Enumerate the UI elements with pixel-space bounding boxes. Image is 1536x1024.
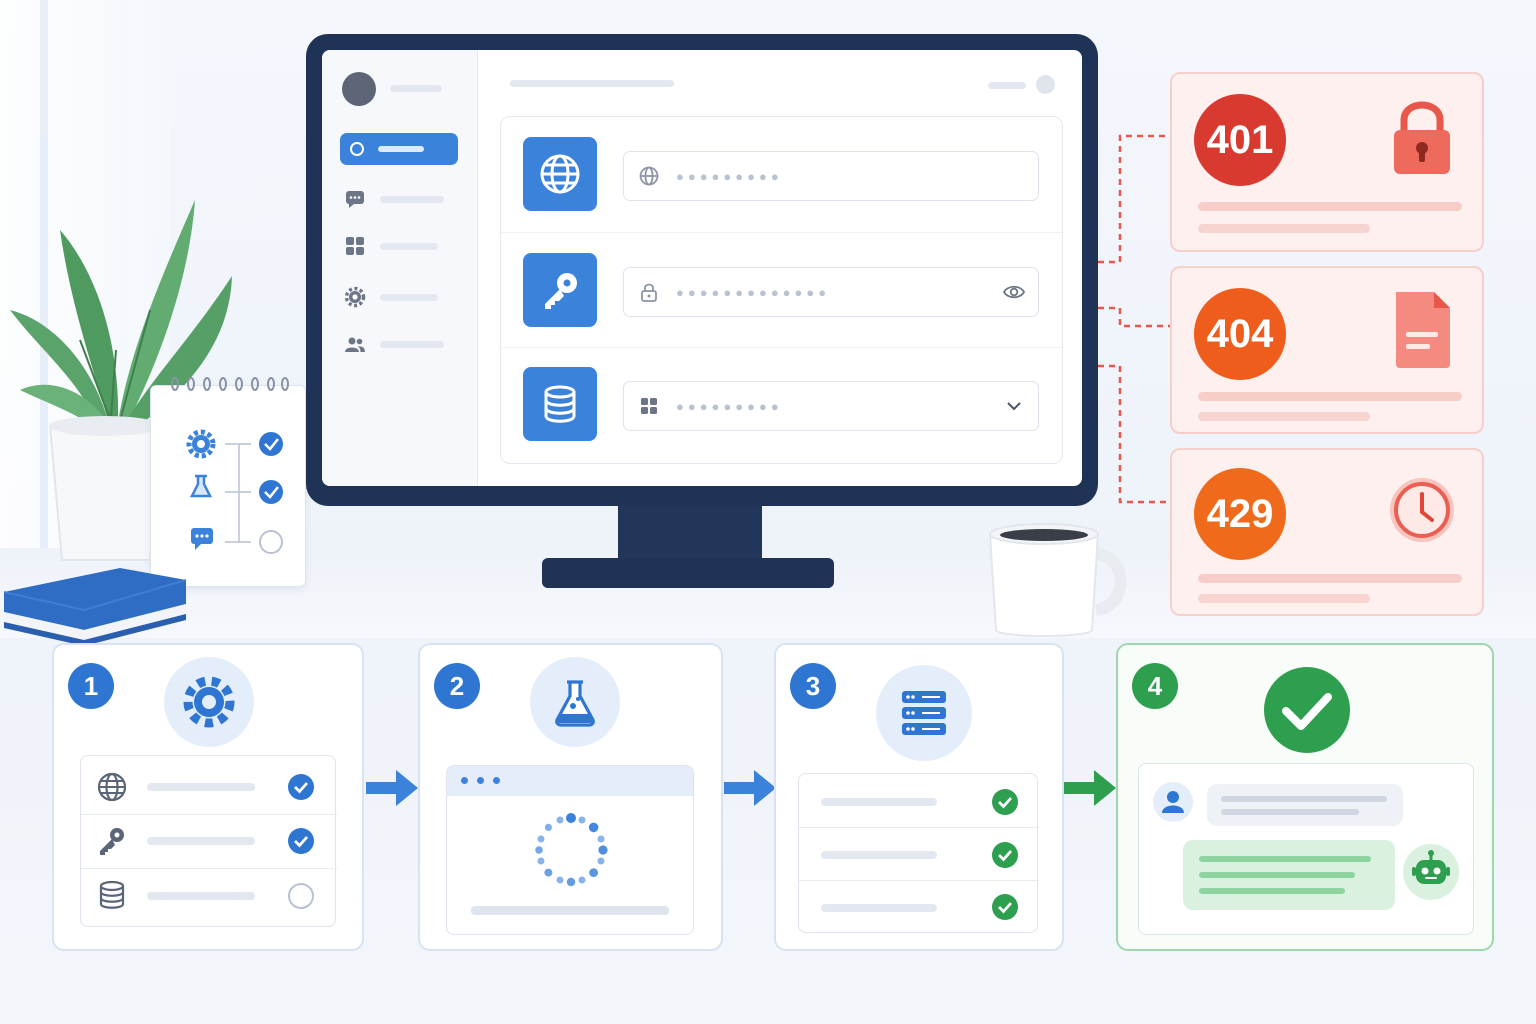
database-icon bbox=[523, 367, 597, 441]
grid-icon[interactable] bbox=[344, 235, 366, 257]
globe-icon bbox=[523, 137, 597, 211]
step-card-3: 3 bbox=[774, 643, 1064, 951]
key-icon bbox=[95, 824, 129, 858]
arrow-right-icon bbox=[1060, 766, 1120, 810]
error-code-badge: 429 bbox=[1194, 468, 1286, 560]
model-select[interactable]: ●●●●●●●●● bbox=[623, 381, 1039, 431]
unchecked-circle-icon bbox=[287, 882, 315, 910]
header-avatar[interactable] bbox=[1036, 75, 1055, 94]
test-request-window bbox=[446, 765, 694, 935]
monitor-base bbox=[542, 558, 834, 588]
robot-icon bbox=[1403, 844, 1459, 900]
database-icon bbox=[95, 878, 129, 912]
api-settings-form: ●●●●●●●●● ●●●●●●●●●●●●● ●●●●●●●●● bbox=[500, 116, 1064, 464]
api-key-input[interactable]: ●●●●●●●●●●●●● bbox=[623, 267, 1039, 317]
step-number: 3 bbox=[790, 663, 836, 709]
eye-icon[interactable] bbox=[1002, 280, 1026, 304]
users-icon[interactable] bbox=[344, 334, 366, 356]
config-checklist bbox=[80, 755, 337, 927]
arrow-right-icon bbox=[362, 766, 422, 810]
notepad-checklist bbox=[186, 429, 283, 554]
clock-icon bbox=[1384, 466, 1460, 550]
arrow-right-icon bbox=[720, 766, 780, 810]
flask-icon bbox=[530, 657, 620, 747]
user-message-bubble bbox=[1207, 784, 1403, 826]
checkmark-icon bbox=[991, 841, 1019, 869]
gear-icon[interactable] bbox=[344, 286, 366, 308]
step-number: 2 bbox=[434, 663, 480, 709]
checkmark-icon bbox=[991, 893, 1019, 921]
monitor-screen: ●●●●●●●●● ●●●●●●●●●●●●● ●●●●●●●●● bbox=[322, 50, 1082, 486]
endpoint-url-input[interactable]: ●●●●●●●●● bbox=[623, 151, 1039, 201]
coffee-mug-illustration bbox=[988, 523, 1127, 637]
checklist-notepad bbox=[150, 377, 306, 587]
circle-icon bbox=[350, 142, 364, 156]
error-connectors bbox=[1098, 134, 1170, 504]
globe-icon bbox=[95, 770, 129, 804]
checkmark-icon bbox=[287, 827, 315, 855]
step-card-2: 2 bbox=[418, 643, 723, 951]
sidebar-user-line bbox=[390, 85, 442, 92]
chevron-down-icon[interactable] bbox=[1002, 394, 1026, 418]
header-title-line bbox=[510, 80, 674, 87]
gear-icon bbox=[164, 657, 254, 747]
grid-icon bbox=[638, 395, 660, 417]
masked-value: ●●●●●●●●● bbox=[676, 169, 783, 184]
sidebar-item-active[interactable] bbox=[340, 133, 458, 165]
error-code-badge: 404 bbox=[1194, 288, 1286, 380]
progress-track bbox=[471, 906, 669, 915]
masked-value: ●●●●●●●●●●●●● bbox=[676, 285, 831, 300]
step-card-1: 1 bbox=[52, 643, 364, 951]
error-card-401: 401 bbox=[1170, 72, 1484, 252]
step-number: 4 bbox=[1132, 663, 1178, 709]
checkmark-icon bbox=[1262, 665, 1352, 755]
error-card-404: 404 bbox=[1170, 266, 1484, 434]
document-icon bbox=[1384, 288, 1460, 372]
step-card-4: 4 bbox=[1116, 643, 1494, 951]
app-sidebar bbox=[322, 50, 478, 486]
lock-icon bbox=[638, 281, 660, 303]
key-icon bbox=[523, 253, 597, 327]
step-number: 1 bbox=[68, 663, 114, 709]
monitor-neck bbox=[618, 505, 762, 563]
assistant-message-bubble bbox=[1183, 840, 1395, 910]
book-illustration bbox=[3, 568, 187, 646]
user-icon bbox=[1153, 782, 1193, 822]
error-code-badge: 401 bbox=[1194, 94, 1286, 186]
checkmark-icon bbox=[991, 788, 1019, 816]
globe-icon bbox=[638, 165, 660, 187]
validation-results bbox=[798, 773, 1039, 933]
server-icon bbox=[876, 665, 972, 761]
lock-icon bbox=[1384, 96, 1460, 180]
avatar[interactable] bbox=[342, 72, 376, 106]
masked-value: ●●●●●●●●● bbox=[676, 399, 783, 414]
loading-spinner-icon bbox=[535, 813, 608, 887]
chat-preview bbox=[1138, 763, 1474, 935]
error-card-429: 429 bbox=[1170, 448, 1484, 616]
checkmark-icon bbox=[287, 773, 315, 801]
chat-icon[interactable] bbox=[344, 188, 366, 210]
window-titlebar bbox=[447, 766, 693, 796]
